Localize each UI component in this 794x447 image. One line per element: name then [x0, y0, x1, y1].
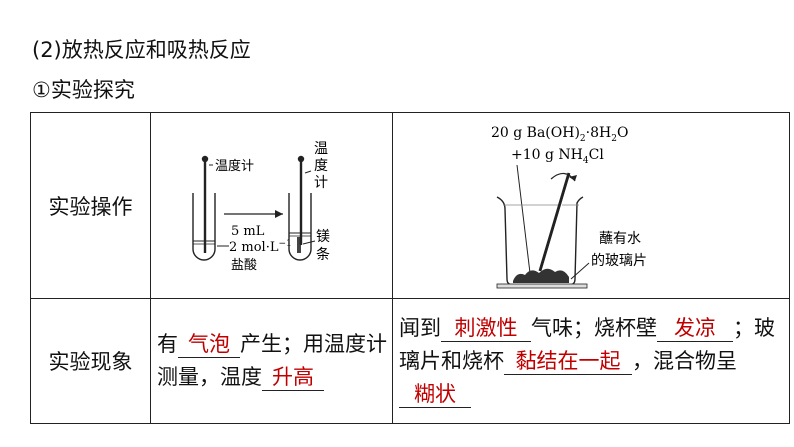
beaker-figure: 20 g Ba(OH)2·8H2O +10 g NH4Cl 蘸有水: [491, 125, 647, 289]
stir-arrow-head: [569, 175, 577, 181]
left-test-tube: [192, 193, 216, 261]
beaker: [496, 196, 584, 286]
result1-text-b: 产生；用温度计测量，温度: [157, 332, 387, 389]
label-phenomenon: 实验现象: [30, 298, 151, 424]
result2-text-d: ，混合物呈: [632, 348, 737, 373]
mixture-solid: [513, 268, 569, 283]
reagent-1-end: O: [617, 125, 628, 141]
label-operation: 实验操作: [30, 112, 151, 299]
glass-rod: [538, 172, 571, 272]
result1-blank-1: 气泡: [178, 331, 240, 358]
left-thermometer-top: [201, 155, 209, 163]
right-test-tube: [288, 193, 312, 261]
sub-heading: ①实验探究: [32, 78, 135, 102]
reagent-conc-value: 2 mol·L: [229, 240, 279, 255]
glass-plate-pointer: [570, 262, 590, 280]
reagent-2-a: +10 g NH: [511, 147, 583, 163]
result1-text-a: 有: [157, 332, 178, 356]
reagent-2-end: Cl: [589, 147, 605, 163]
reagent-1-tail: ·8H: [586, 125, 612, 141]
section-heading: (2)放热反应和吸热反应: [32, 38, 251, 62]
experiment-table: 实验操作 温度计 5 mL 2 mol·L−1 盐酸: [30, 112, 790, 424]
result2-text-a: 闻到: [399, 315, 441, 340]
reagent-amount: 5 mL: [231, 224, 265, 239]
figure-cell-2: 20 g Ba(OH)2·8H2O +10 g NH4Cl 蘸有水: [392, 112, 790, 299]
reagent-name: 盐酸: [231, 258, 257, 273]
right-thermo-char-3: 计: [314, 175, 328, 191]
metal-char-2: 条: [316, 246, 330, 263]
right-thermo-char-2: 度: [314, 158, 328, 174]
reagent-2: +10 g NH4Cl: [511, 147, 604, 166]
reagent-pointer-line: [516, 164, 531, 274]
right-thermometer-top: [297, 155, 305, 163]
reagent-1: 20 g Ba(OH)2·8H2O: [491, 125, 628, 144]
result-cell-1: 有气泡产生；用温度计测量，温度升高: [150, 298, 393, 424]
result2-text-c: ；玻璃片和烧杯: [399, 315, 775, 373]
result2-blank-4: 糊状: [399, 381, 471, 408]
reagent-1-a: 20 g Ba(OH): [491, 125, 580, 141]
reagent-2-sub: 4: [583, 156, 589, 166]
reagent-conc-sup: −1: [278, 239, 291, 249]
result-text-2: 闻到刺激性气味；烧杯壁发凉；玻璃片和烧杯黏结在一起，混合物呈糊状: [393, 312, 789, 411]
right-thermo-char-1: 温: [314, 141, 328, 157]
reagent-1-sub2: 2: [611, 134, 617, 144]
result-text-1: 有气泡产生；用温度计测量，温度升高: [151, 328, 392, 394]
result2-blank-3: 黏结在一起: [504, 348, 632, 375]
arrow-head: [275, 210, 283, 218]
glass-note-1: 蘸有水: [599, 231, 641, 247]
figure-cell-1: 温度计 5 mL 2 mol·L−1 盐酸 温 度 计: [150, 112, 393, 299]
metal-char-1: 镁: [316, 229, 330, 245]
glass-rod-highlight: [541, 172, 572, 272]
result2-blank-1: 刺激性: [441, 315, 531, 342]
reagent-conc: 2 mol·L−1: [229, 239, 292, 255]
result2-blank-2: 发凉: [657, 315, 733, 342]
glass-note-2: 的玻璃片: [591, 252, 647, 269]
magnesium-strip: [297, 237, 301, 253]
test-tube-figure: 温度计 5 mL 2 mol·L−1 盐酸 温 度 计: [192, 141, 330, 273]
right-thermo-pointer: [304, 170, 312, 174]
left-thermometer-label: 温度计: [215, 158, 254, 174]
glass-plate: [496, 283, 588, 289]
table-row-phenomenon: 实验现象 有气泡产生；用温度计测量，温度升高 闻到刺激性气味；烧杯壁发凉；玻璃片…: [30, 298, 790, 424]
result1-blank-2: 升高: [262, 364, 324, 391]
metal-pointer: [302, 240, 316, 245]
result2-text-b: 气味；烧杯壁: [531, 315, 657, 340]
result-cell-2: 闻到刺激性气味；烧杯壁发凉；玻璃片和烧杯黏结在一起，混合物呈糊状: [392, 298, 790, 424]
table-row-operation: 实验操作 温度计 5 mL 2 mol·L−1 盐酸: [30, 112, 790, 299]
reagent-1-sub: 2: [580, 134, 586, 144]
